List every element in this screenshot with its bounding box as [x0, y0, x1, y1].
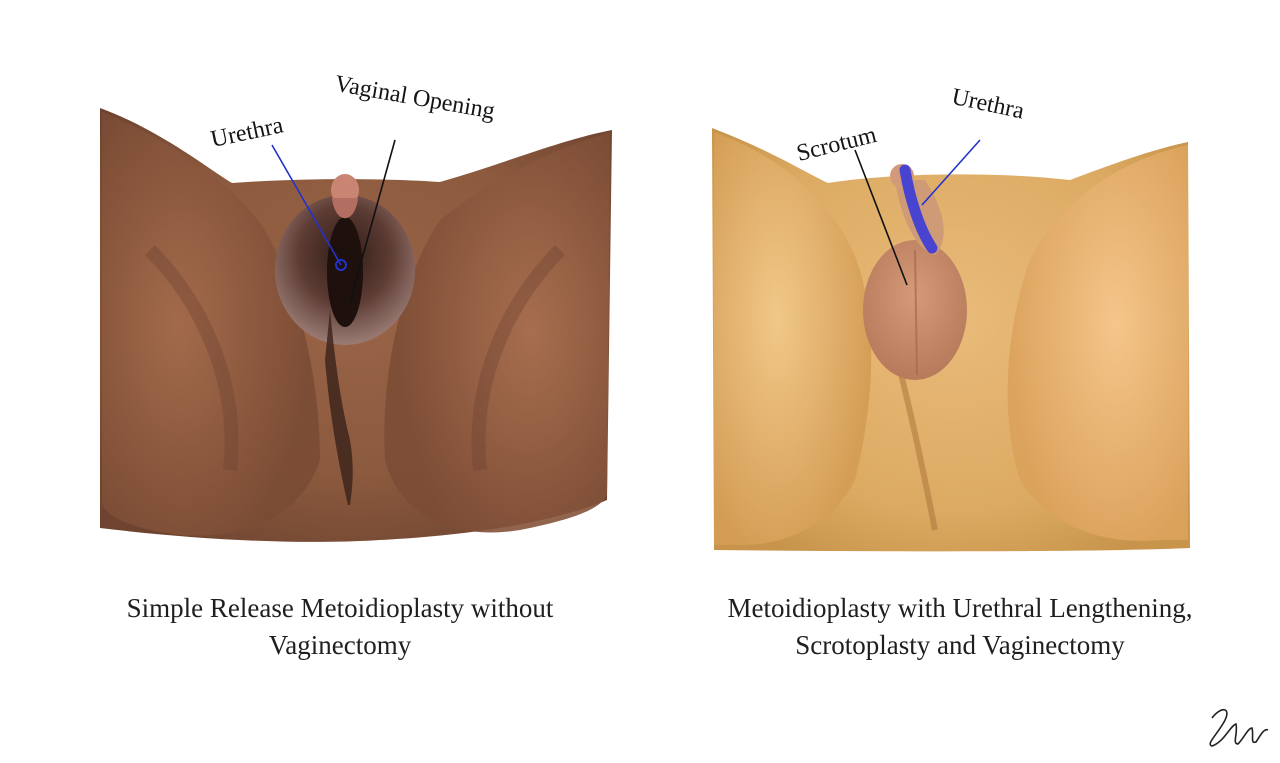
- urethra-point-left: [335, 259, 347, 271]
- left-illustration: [100, 108, 612, 542]
- caption-right-line-2: Scrotoplasty and Vaginectomy: [795, 630, 1125, 660]
- caption-left-line-1: Simple Release Metoidioplasty without: [126, 593, 554, 623]
- vaginal-opening-pointer: [349, 139, 396, 303]
- urethra-pointer-left: [271, 144, 342, 266]
- signature: [1209, 709, 1269, 747]
- right-illustration: [712, 128, 1190, 552]
- caption-right: Metoidioplasty with Urethral Lengthening…: [660, 590, 1260, 664]
- urethra-pointer-right: [921, 139, 981, 206]
- scrotum-pointer: [854, 149, 908, 286]
- caption-left-line-2: Vaginectomy: [268, 630, 412, 660]
- caption-left: Simple Release Metoidioplasty without Va…: [60, 590, 620, 664]
- label-vaginal-opening: Vaginal Opening: [333, 71, 497, 125]
- label-scrotum: Scrotum: [794, 122, 880, 167]
- caption-right-line-1: Metoidioplasty with Urethral Lengthening…: [727, 593, 1193, 623]
- label-urethra-right: Urethra: [949, 84, 1026, 125]
- label-urethra-left: Urethra: [208, 112, 285, 153]
